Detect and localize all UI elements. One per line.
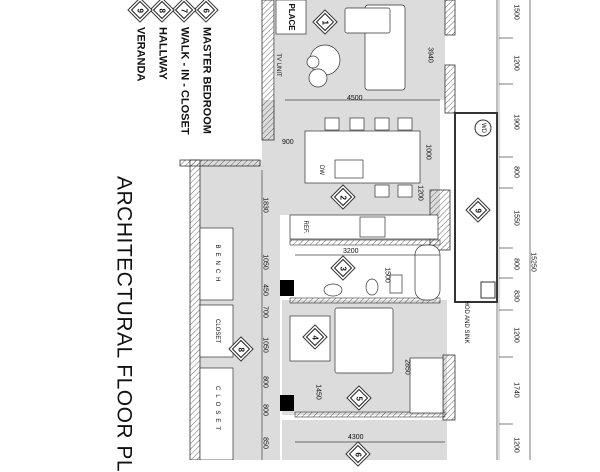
overall-dimension-label: 15250 xyxy=(529,252,537,272)
dimension-label: 1050 xyxy=(261,254,269,270)
dimension-label: 1500 xyxy=(512,4,520,20)
dimension-label: 3940 xyxy=(426,47,434,63)
dimension-label: 1500 xyxy=(383,267,391,283)
dimension-label: 800 xyxy=(512,258,520,270)
legend-tag-number: 7 xyxy=(179,7,189,13)
legend-tag-number: 6 xyxy=(201,7,211,13)
room-tag-number: 2 xyxy=(338,194,348,200)
dimension-label: 1550 xyxy=(512,210,520,226)
dimension-label: 1000 xyxy=(424,144,432,160)
dimension-label: 800 xyxy=(261,404,269,416)
bench-label: BENCH xyxy=(214,244,220,286)
dimension-label: 4300 xyxy=(348,434,364,441)
dimension-label: 1450 xyxy=(314,384,322,400)
legend-label-veranda: VERANDA xyxy=(134,27,147,82)
dimension-label: 3200 xyxy=(343,248,359,255)
legend-label-walk-in-closet: WALK - IN - CLOSET xyxy=(178,27,191,135)
room-tag-number: 1 xyxy=(320,19,330,25)
dimension-label: 450 xyxy=(261,284,269,296)
dimension-label: 1900 xyxy=(512,114,520,130)
dimension-label: 1050 xyxy=(261,337,269,353)
room-tag-number: 9 xyxy=(473,207,483,213)
room-tag-number: 5 xyxy=(354,395,364,401)
dimension-label: 700 xyxy=(261,306,269,318)
dimension-label: 800 xyxy=(512,166,520,178)
dimension-label: 2850 xyxy=(403,359,411,375)
drawing-title: ARCHITECTURAL FLOOR PL xyxy=(112,176,136,472)
legend-label-master-bedroom: MASTER BEDROOM xyxy=(200,27,213,134)
dimension-label: 1200 xyxy=(416,185,424,201)
floor-plan-drawing xyxy=(179,0,531,460)
room-tag-number: 6 xyxy=(353,451,363,457)
dimension-label: 4500 xyxy=(347,95,363,102)
legend-label-hallway: HALLWAY xyxy=(156,27,169,80)
room-tag-number: 4 xyxy=(310,334,320,340)
legend-tag-number: 8 xyxy=(157,7,167,13)
dimension-label: 800 xyxy=(261,376,269,388)
closet-label: CLOSET xyxy=(214,318,220,344)
room-tag-number: 3 xyxy=(338,265,348,271)
hod-and-sink-label: HOD AND SINK xyxy=(463,300,469,344)
washer-dryer-label: WD xyxy=(480,123,486,133)
dimension-label: 850 xyxy=(261,437,269,449)
dimension-label: 1740 xyxy=(512,382,520,398)
closet-label: CLOSET xyxy=(214,385,220,435)
dimension-label: 1200 xyxy=(512,437,520,453)
dimension-label: 900 xyxy=(282,139,294,146)
refrigerator-label: REF. xyxy=(302,220,308,234)
dimension-label: 1830 xyxy=(261,197,269,213)
fireplace-label: PLACE xyxy=(287,3,296,31)
dimension-label: 830 xyxy=(512,290,520,302)
dimension-label: 1200 xyxy=(512,55,520,71)
tv-unit-label: TV UNIT xyxy=(275,53,281,77)
dimension-label: 1200 xyxy=(512,327,520,343)
legend-tag-number: 9 xyxy=(135,7,145,13)
dishwasher-label: DW xyxy=(318,165,324,175)
room-tag-number: 8 xyxy=(236,346,246,352)
